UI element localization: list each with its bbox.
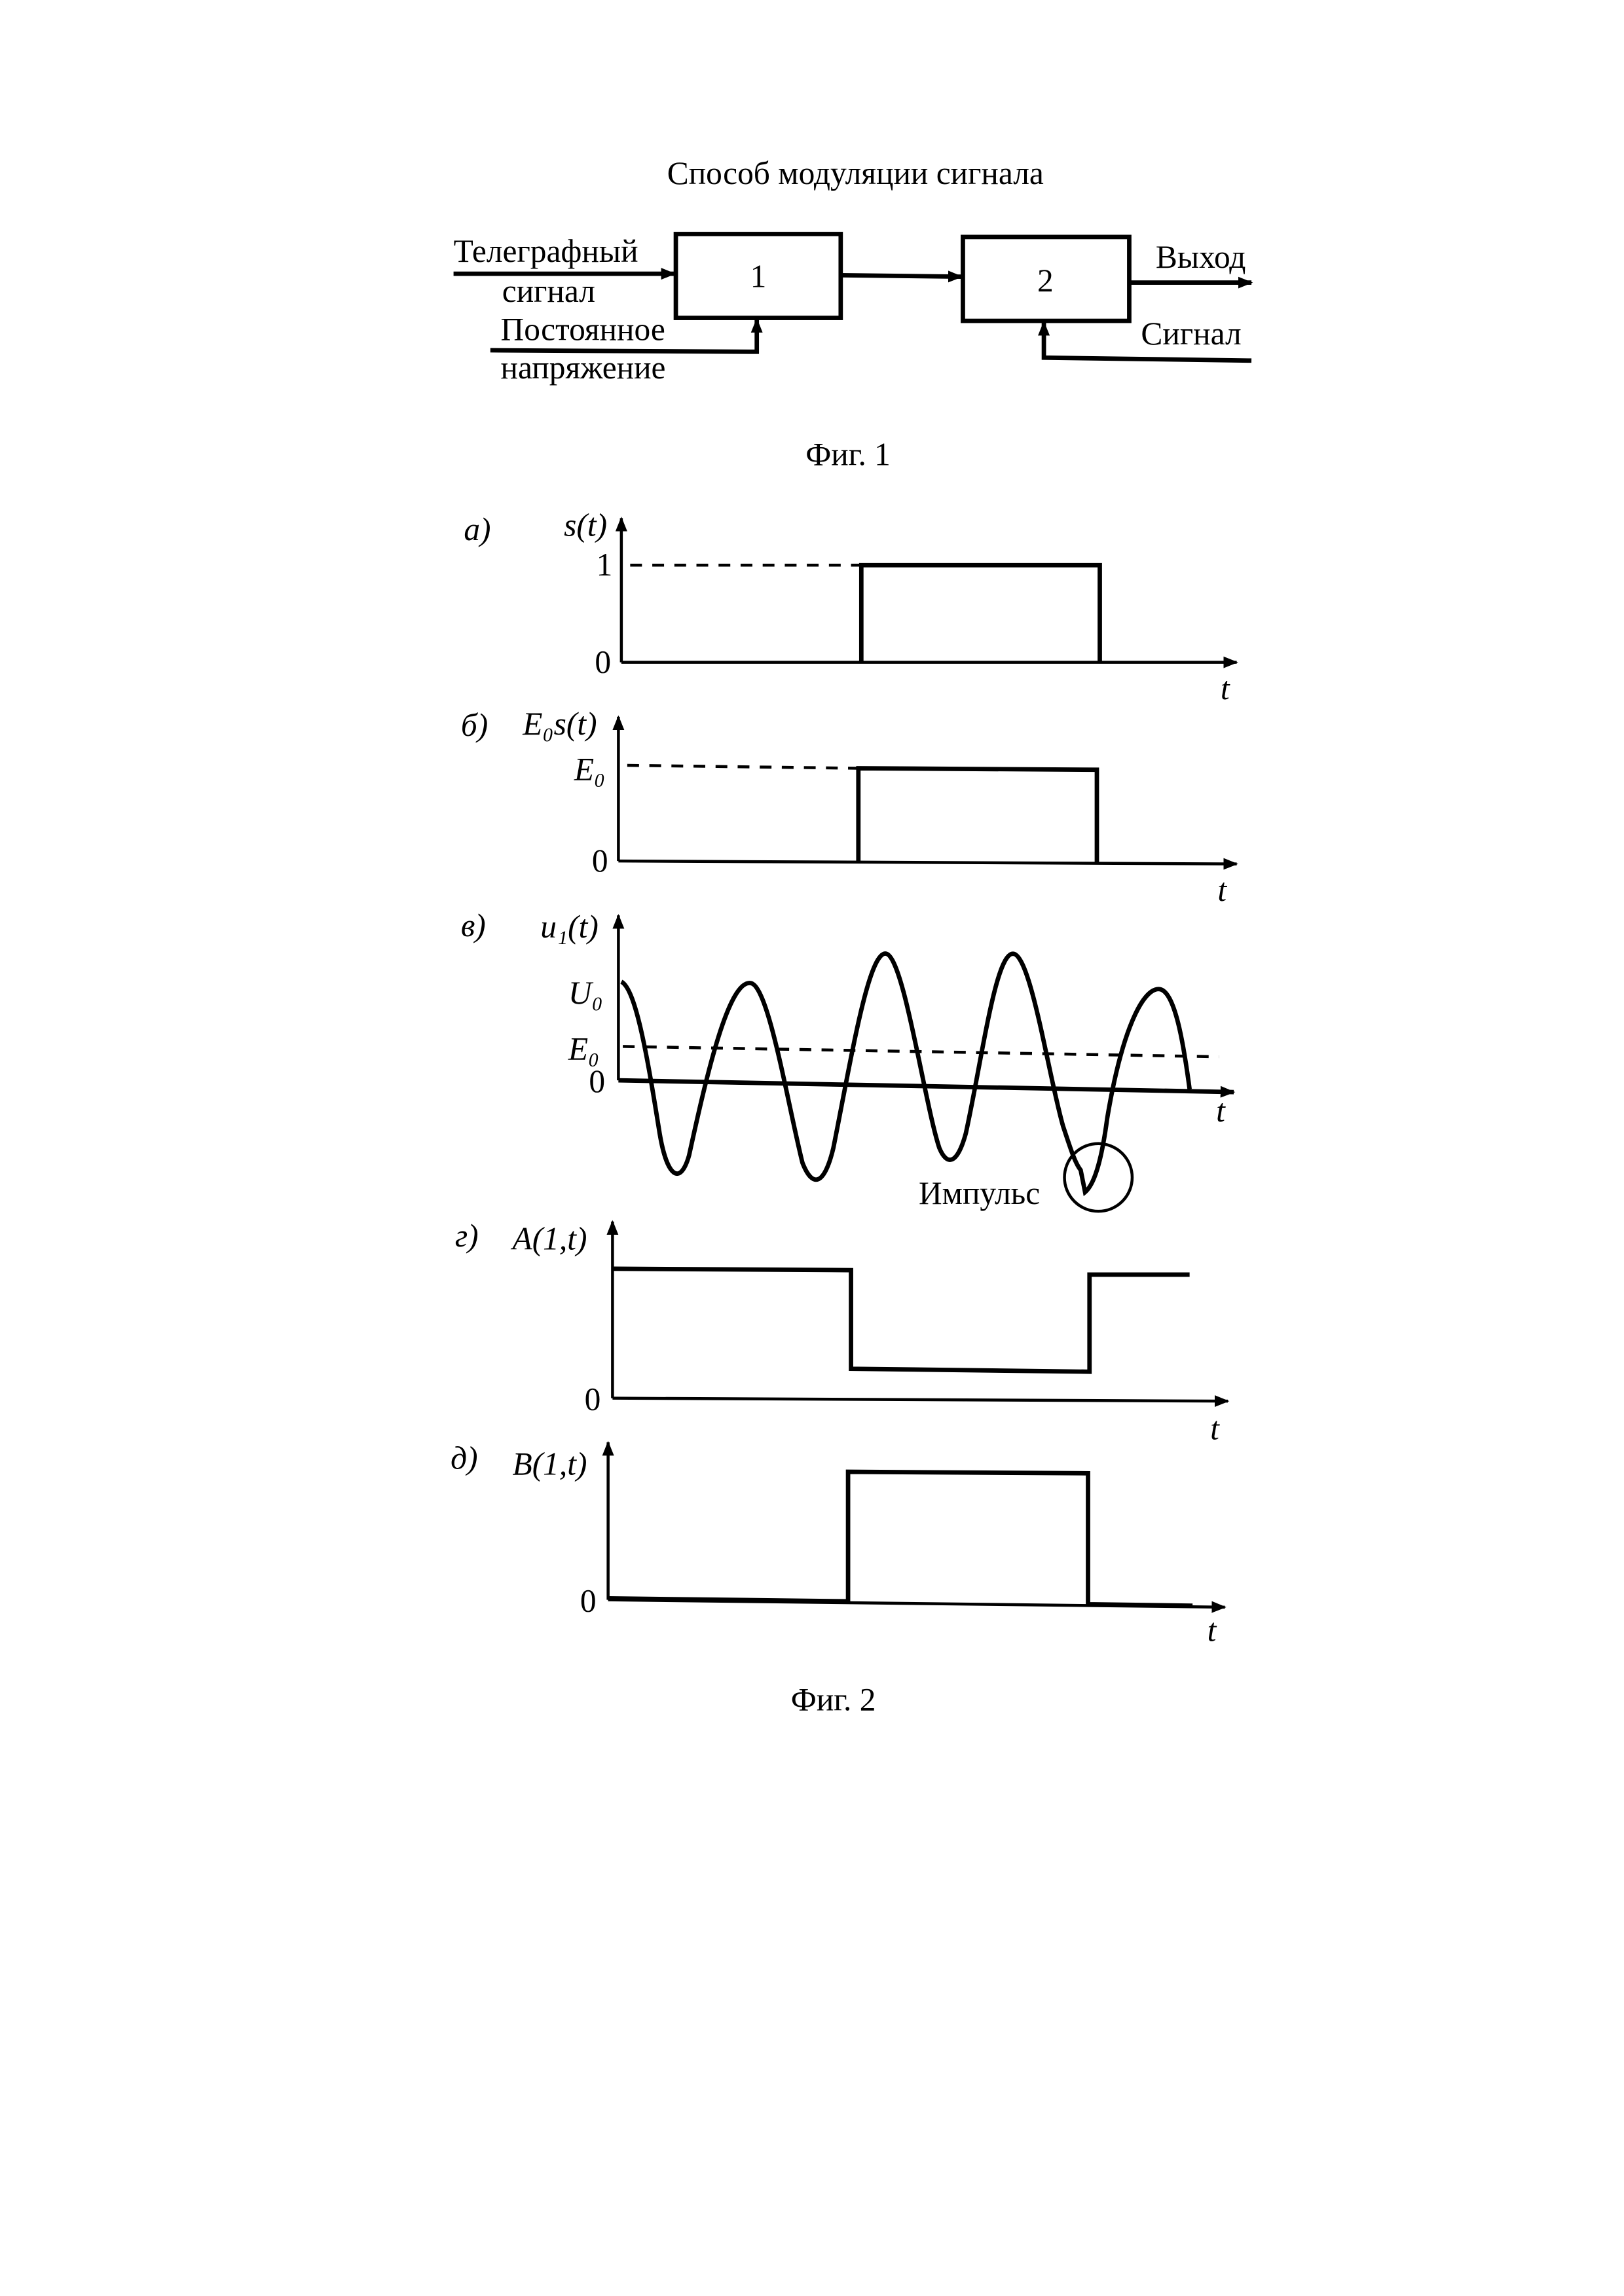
zero-label: 0 bbox=[585, 1381, 601, 1417]
b-waveform bbox=[608, 1469, 1193, 1609]
dc-label-1: Постоянное bbox=[501, 311, 665, 347]
zero-label: 0 bbox=[580, 1583, 597, 1619]
e0-label: E₀ bbox=[568, 1031, 599, 1067]
dc-input-arrow bbox=[490, 318, 763, 354]
level-label: E₀ bbox=[574, 751, 605, 787]
telegraph-label-2: сигнал bbox=[502, 273, 595, 309]
fig1-caption: Фиг. 1 bbox=[805, 436, 891, 472]
t-axis bbox=[618, 858, 1238, 870]
y-label: A(1,t) bbox=[511, 1221, 587, 1257]
signal-label: Сигнал bbox=[1141, 316, 1241, 352]
telegraph-label-1: Телеграфный bbox=[454, 233, 638, 269]
panel-label: в) bbox=[461, 907, 486, 943]
panel-d: д) B(1,t) 0 t bbox=[451, 1440, 1227, 1649]
e0s-pulse bbox=[856, 766, 1099, 863]
a-waveform bbox=[612, 1266, 1190, 1374]
impulse-circle bbox=[1063, 1142, 1134, 1213]
t-label: t bbox=[1216, 1093, 1226, 1129]
level-label: 1 bbox=[597, 547, 613, 583]
s-pulse bbox=[858, 562, 1102, 663]
panel-g: г) A(1,t) 0 t bbox=[455, 1218, 1230, 1447]
block1-to-block2-arrow bbox=[840, 270, 963, 283]
panel-b: б) E₀s(t) E₀ 0 t bbox=[461, 706, 1238, 908]
panel-label: б) bbox=[461, 707, 488, 743]
block-2-label: 2 bbox=[1037, 263, 1054, 299]
t-label: t bbox=[1210, 1411, 1220, 1447]
signal-input-arrow bbox=[1038, 321, 1252, 363]
zero-label: 0 bbox=[595, 644, 611, 680]
panel-label: а) bbox=[464, 511, 490, 547]
page-title: Способ модуляции сигнала bbox=[667, 155, 1044, 191]
t-label: t bbox=[1221, 670, 1230, 706]
impulse-label: Импульс bbox=[919, 1175, 1040, 1211]
zero-label: 0 bbox=[592, 843, 608, 879]
t-label: t bbox=[1208, 1613, 1217, 1649]
t-label: t bbox=[1217, 872, 1227, 908]
block-1-label: 1 bbox=[750, 258, 767, 294]
level-line bbox=[627, 763, 858, 770]
output-label: Выход bbox=[1156, 239, 1246, 275]
fig2-caption: Фиг. 2 bbox=[791, 1681, 876, 1717]
u0-label: U₀ bbox=[568, 975, 603, 1011]
panel-label: д) bbox=[451, 1440, 477, 1476]
y-label: s(t) bbox=[564, 507, 607, 543]
panel-a: а) s(t) 1 0 t bbox=[464, 507, 1238, 706]
y-label: B(1,t) bbox=[513, 1446, 587, 1482]
u1-waveform bbox=[619, 951, 1192, 1197]
y-label: u₁(t) bbox=[540, 909, 599, 945]
t-axis bbox=[612, 1395, 1230, 1408]
dc-label-2: напряжение bbox=[501, 350, 666, 386]
panel-v: в) u₁(t) U₀ E₀ 0 t Импульс bbox=[461, 907, 1236, 1213]
zero-label: 0 bbox=[589, 1063, 605, 1099]
fig1-block-diagram: 1 2 Телеграфный сигнал Постоянное напряж… bbox=[454, 232, 1253, 472]
y-label: E₀s(t) bbox=[522, 706, 597, 742]
panel-label: г) bbox=[455, 1218, 479, 1254]
